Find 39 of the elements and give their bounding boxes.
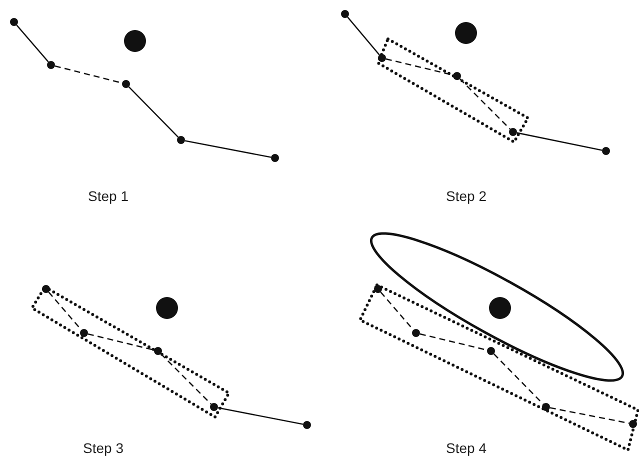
vertex-dot [453, 72, 461, 80]
obstacle-dot [124, 30, 146, 52]
vertex-dot [602, 147, 610, 155]
vertex-dot [412, 329, 420, 337]
vertex-dot [80, 329, 88, 337]
vertex-dot [122, 80, 130, 88]
step-label: Step 2 [446, 188, 486, 204]
line-segment [550, 407, 630, 424]
step-label: Step 4 [446, 440, 486, 456]
vertex-dot [487, 347, 495, 355]
vertex-dot [378, 54, 386, 62]
step-label: Step 3 [83, 440, 124, 456]
line-segment [16, 24, 49, 62]
vertex-dot [374, 285, 382, 293]
line-segment [347, 16, 380, 56]
vertex-dot [10, 18, 18, 26]
obstacle-dot [489, 297, 511, 319]
line-segment [88, 333, 154, 351]
vertex-dot [271, 154, 279, 162]
line-segment [128, 86, 179, 138]
line-segment [493, 353, 544, 405]
vertex-dot [210, 403, 218, 411]
line-segment [459, 78, 511, 130]
step-label: Step 1 [88, 188, 128, 204]
vertex-dot [542, 403, 550, 411]
line-segment [218, 407, 304, 425]
vertex-dot [629, 420, 637, 428]
line-segment [516, 132, 602, 151]
obstacle-dot [455, 22, 477, 44]
obstacle-dot [156, 297, 178, 319]
vertex-dot [42, 285, 50, 293]
vertex-dot [154, 347, 162, 355]
vertex-dot [509, 128, 517, 136]
vertex-dot [47, 61, 55, 69]
line-segment [160, 353, 212, 405]
vertex-dot [177, 136, 185, 144]
vertex-dot [303, 421, 311, 429]
vertex-dot [341, 10, 349, 18]
line-segment [184, 140, 272, 158]
